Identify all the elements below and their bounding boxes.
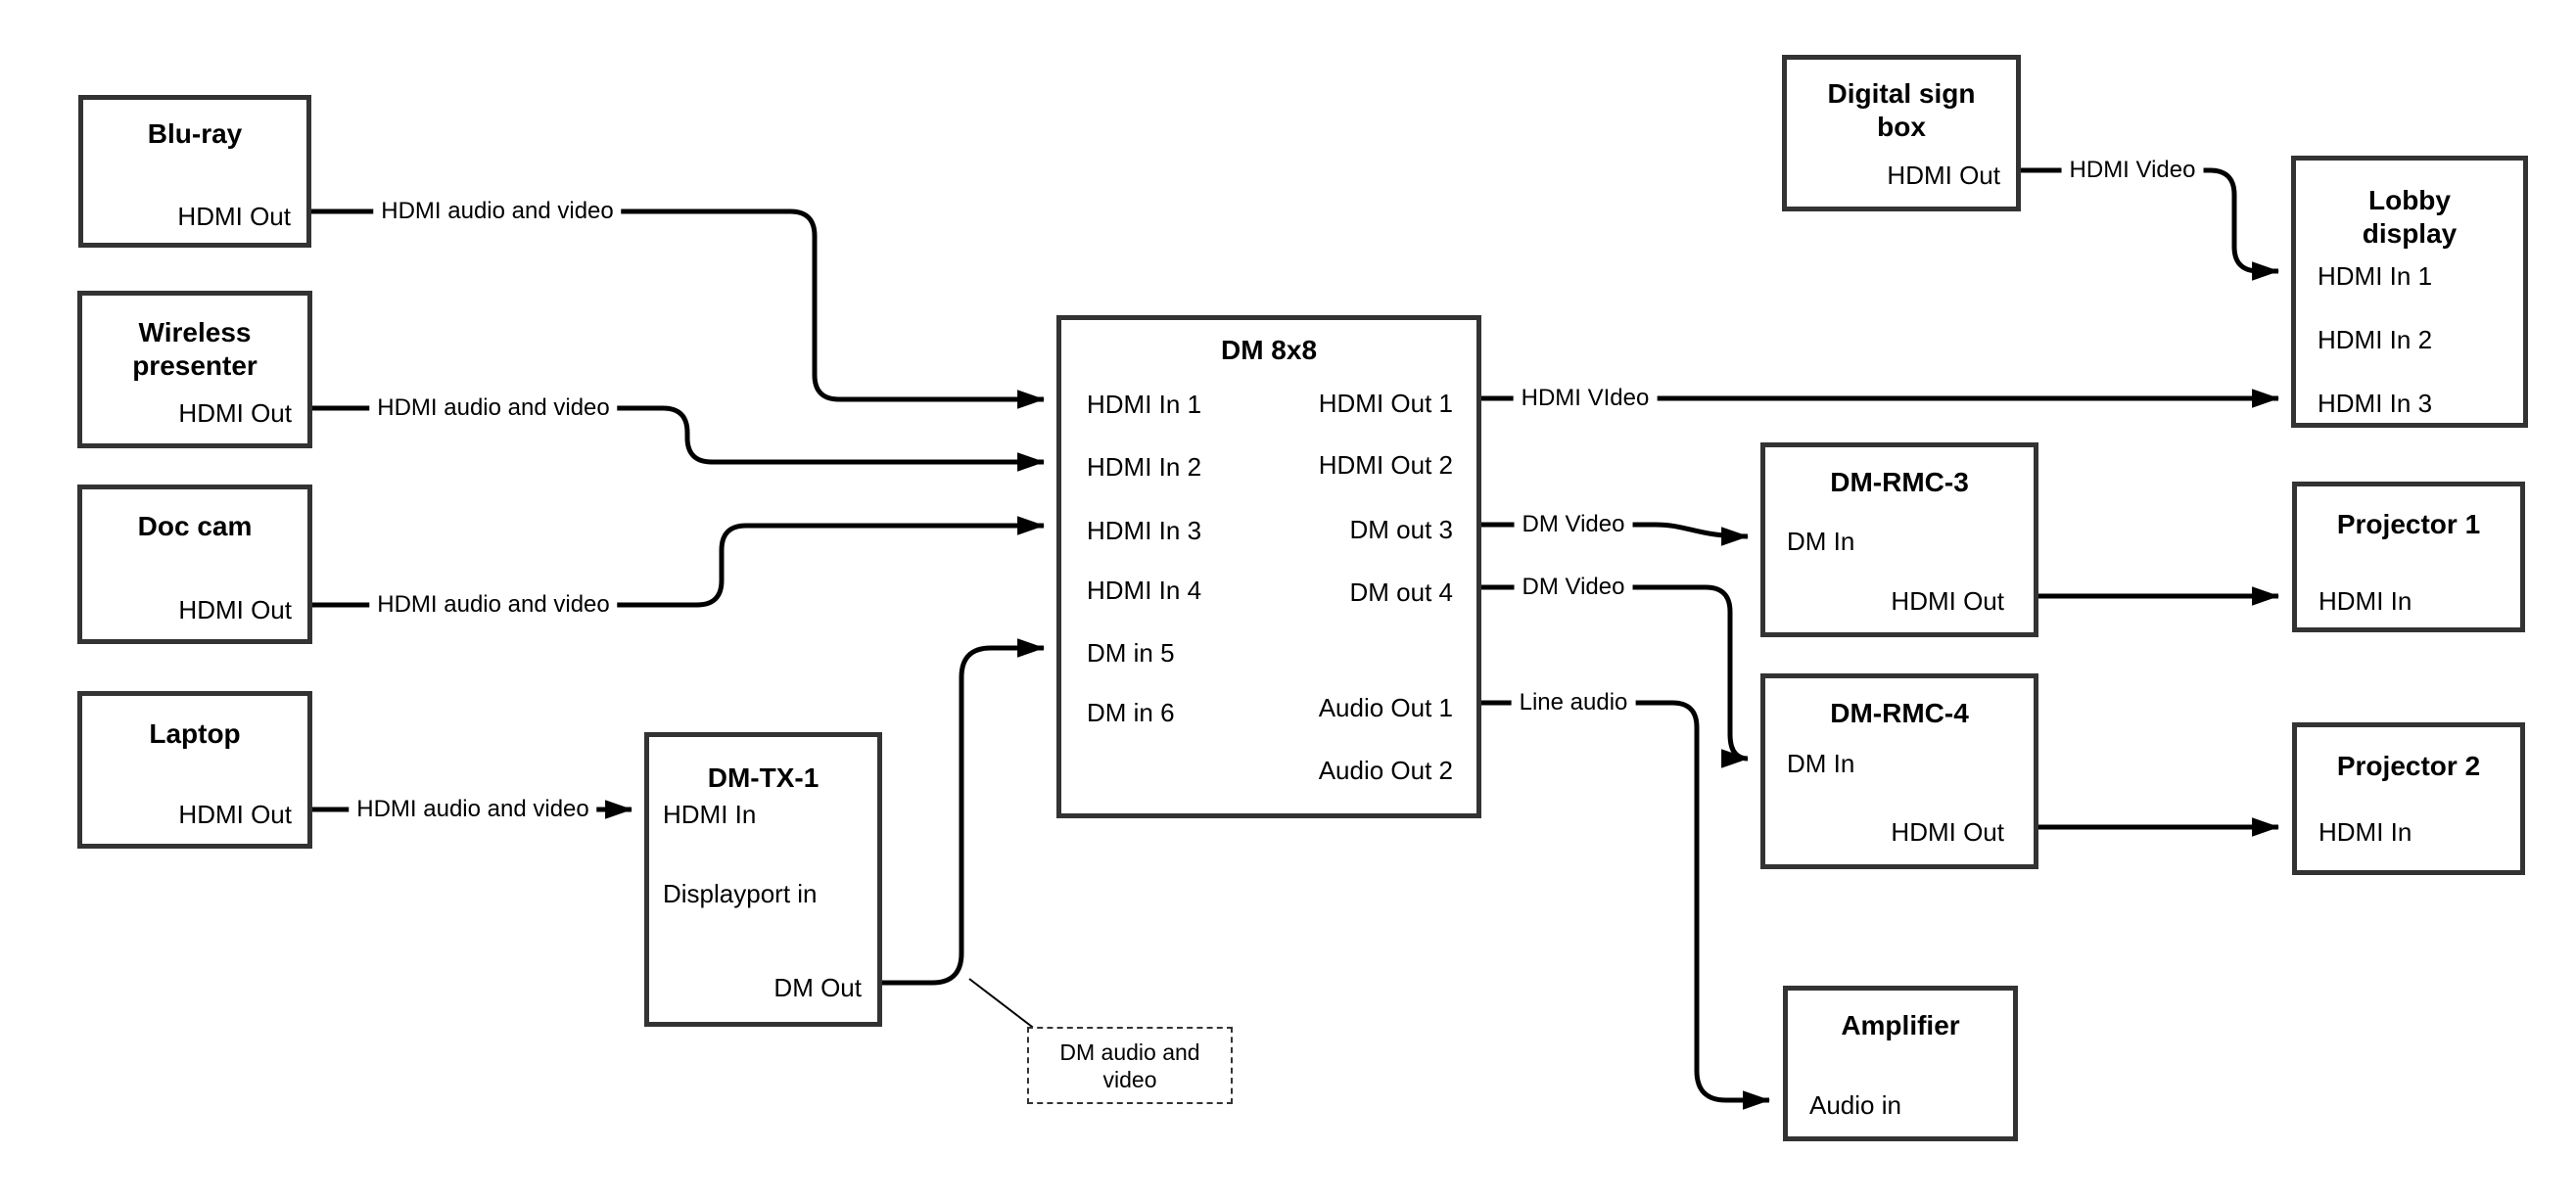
node-title: Laptop <box>149 718 241 749</box>
node-title: Doc cam <box>137 511 253 541</box>
wire-doccam-to-dm8x8-hdmi-in-3 <box>311 516 1046 608</box>
node-doc-cam: Doc cam HDMI Out <box>77 485 312 644</box>
callout-leader-line <box>968 978 1037 1031</box>
port-lobby-hdmi-in-1: HDMI In 1 <box>2318 261 2433 291</box>
node-projector-1: Projector 1 HDMI In <box>2292 482 2525 632</box>
title-line-1: Wireless <box>138 317 252 347</box>
port-dmtx1-displayport-in: Displayport in <box>663 879 818 908</box>
wire-signbox-to-lobby-hdmi-in-1 <box>2021 167 2280 281</box>
node-title: Projector 1 <box>2336 509 2481 539</box>
node-dm-rmc-4: DM-RMC-4 DM In HDMI Out <box>1760 673 2038 869</box>
node-laptop: Laptop HDMI Out <box>77 691 312 849</box>
port-dm8x8-dm-in-6: DM in 6 <box>1087 698 1175 727</box>
port-rmc3-hdmi-out: HDMI Out <box>1891 586 2004 616</box>
wire-dm8x8-dm-out-3-to-rmc3-dm-in <box>1481 522 1750 546</box>
port-wireless-hdmi-out: HDMI Out <box>178 398 292 428</box>
wire-bluray-to-dm8x8-hdmi-in-1 <box>311 208 1046 409</box>
node-title: DM-RMC-4 <box>1830 698 1969 728</box>
port-bluray-hdmi-out: HDMI Out <box>177 202 291 231</box>
node-bluray: Blu-ray HDMI Out <box>78 95 311 248</box>
wire-dmtx1-dmout-to-dm8x8-dm-in-5 <box>882 638 1046 986</box>
edge-label-dm8x8-rmc4: DM Video <box>1514 573 1633 602</box>
port-dm8x8-hdmi-in-2: HDMI In 2 <box>1087 452 1202 482</box>
port-dmtx1-dm-out: DM Out <box>773 973 862 1002</box>
node-digital-sign-box: Digital sign box HDMI Out <box>1782 55 2021 211</box>
port-rmc4-dm-in: DM In <box>1787 749 1855 778</box>
node-title: Projector 2 <box>2336 751 2481 781</box>
node-projector-2: Projector 2 HDMI In <box>2292 722 2525 875</box>
port-proj2-hdmi-in: HDMI In <box>2318 817 2412 847</box>
edge-label-doccam-dm8x8: HDMI audio and video <box>369 590 618 620</box>
title-line-1: Digital sign <box>1827 78 1976 109</box>
callout-dm-audio-and-video: DM audio and video <box>1027 1027 1233 1104</box>
edge-label-signbox-lobby: HDMI Video <box>2061 156 2204 185</box>
port-signbox-hdmi-out: HDMI Out <box>1887 161 2000 190</box>
port-dm8x8-audio-out-1: Audio Out 1 <box>1318 693 1453 722</box>
edge-label-dm8x8-amp: Line audio <box>1511 688 1636 717</box>
node-title: DM-TX-1 <box>707 762 820 793</box>
node-title: Wireless presenter <box>82 316 307 383</box>
node-title: Digital sign box <box>1787 77 2016 144</box>
node-dm-8x8: DM 8x8 HDMI In 1 HDMI In 2 HDMI In 3 HDM… <box>1056 315 1481 818</box>
port-lobby-hdmi-in-3: HDMI In 3 <box>2318 389 2433 418</box>
port-dm8x8-dm-in-5: DM in 5 <box>1087 638 1175 668</box>
node-title: Blu-ray <box>147 118 243 149</box>
node-title: Lobby display <box>2296 184 2523 251</box>
wire-wireless-to-dm8x8-hdmi-in-2 <box>311 405 1046 472</box>
node-title: DM-RMC-3 <box>1830 467 1969 497</box>
port-amp-audio-in: Audio in <box>1809 1090 1901 1120</box>
port-rmc4-hdmi-out: HDMI Out <box>1891 817 2004 847</box>
node-title: DM 8x8 <box>1220 335 1318 365</box>
edge-label-laptop-dmtx1: HDMI audio and video <box>349 795 597 824</box>
port-rmc3-dm-in: DM In <box>1787 527 1855 556</box>
title-line-2: presenter <box>132 350 258 381</box>
callout-line-2: video <box>1102 1067 1157 1092</box>
edge-label-dm8x8-lobby: HDMI VIdeo <box>1513 384 1658 413</box>
title-line-1: Lobby <box>2368 185 2451 215</box>
callout-line-1: DM audio and <box>1059 1039 1200 1065</box>
node-dm-tx-1: DM-TX-1 HDMI In Displayport in DM Out <box>644 732 882 1027</box>
port-dm8x8-hdmi-in-4: HDMI In 4 <box>1087 576 1202 605</box>
port-proj1-hdmi-in: HDMI In <box>2318 586 2412 616</box>
edge-label-dm8x8-rmc3: DM Video <box>1514 510 1633 539</box>
port-doccam-hdmi-out: HDMI Out <box>178 595 292 624</box>
port-dm8x8-hdmi-in-1: HDMI In 1 <box>1087 390 1202 419</box>
node-dm-rmc-3: DM-RMC-3 DM In HDMI Out <box>1760 442 2038 637</box>
wire-dm8x8-dm-out-4-to-rmc4-dm-in <box>1481 584 1750 768</box>
port-laptop-hdmi-out: HDMI Out <box>178 800 292 829</box>
node-wireless-presenter: Wireless presenter HDMI Out <box>77 291 312 448</box>
node-amplifier: Amplifier Audio in <box>1783 986 2018 1141</box>
edge-label-bluray-dm8x8: HDMI audio and video <box>373 197 622 226</box>
title-line-2: display <box>2362 218 2458 249</box>
port-dmtx1-hdmi-in: HDMI In <box>663 800 757 829</box>
port-dm8x8-dm-out-3: DM out 3 <box>1349 515 1454 544</box>
port-dm8x8-hdmi-out-1: HDMI Out 1 <box>1318 389 1453 418</box>
node-lobby-display: Lobby display HDMI In 1 HDMI In 2 HDMI I… <box>2291 156 2528 428</box>
wire-dm8x8-audio-out-1-to-amp-audio-in <box>1481 700 1771 1110</box>
edge-label-wireless-dm8x8: HDMI audio and video <box>369 393 618 423</box>
node-title: Amplifier <box>1841 1010 1960 1040</box>
port-lobby-hdmi-in-2: HDMI In 2 <box>2318 325 2433 354</box>
port-dm8x8-hdmi-in-3: HDMI In 3 <box>1087 516 1202 545</box>
port-dm8x8-dm-out-4: DM out 4 <box>1349 577 1454 607</box>
port-dm8x8-audio-out-2: Audio Out 2 <box>1318 756 1453 785</box>
port-dm8x8-hdmi-out-2: HDMI Out 2 <box>1318 450 1453 480</box>
title-line-2: box <box>1877 112 1926 142</box>
